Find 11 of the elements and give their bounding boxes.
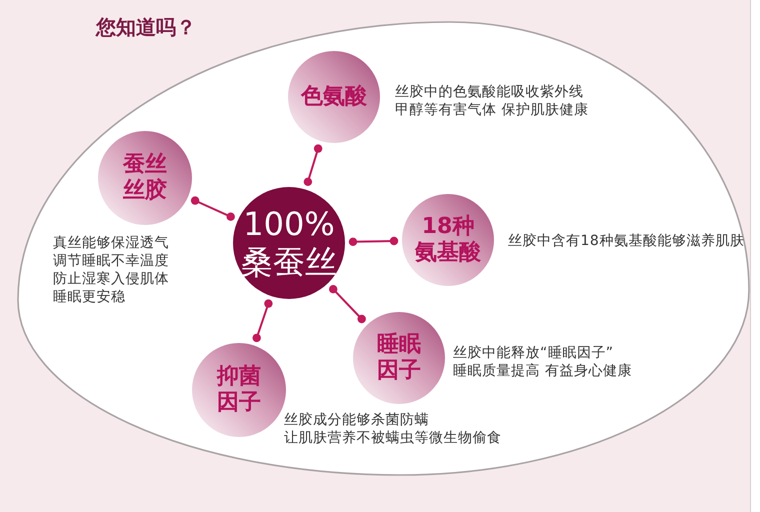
connector [304,144,322,186]
title: 您知道吗？ [96,14,196,41]
caption-text: 丝胶中含有18种氨基酸能够滋养肌肤 [508,232,744,250]
caption-text: 丝胶成分能够杀菌防螨让肌肤营养不被螨虫等微生物偷食 [284,411,502,447]
caption-text: 丝胶中能释放“睡眠因子”睡眠质量提高 有益身心健康 [453,344,632,380]
caption-text: 丝胶中的色氨酸能吸收紫外线甲醇等有害气体 保护肌肤健康 [395,83,588,119]
caption-text: 真丝能够保湿透气调节睡眠不幸温度防止湿寒入侵肌体睡眠更安稳 [53,234,169,306]
connector [348,236,398,246]
connector [252,299,273,342]
connector [190,196,235,221]
connector [329,285,366,324]
